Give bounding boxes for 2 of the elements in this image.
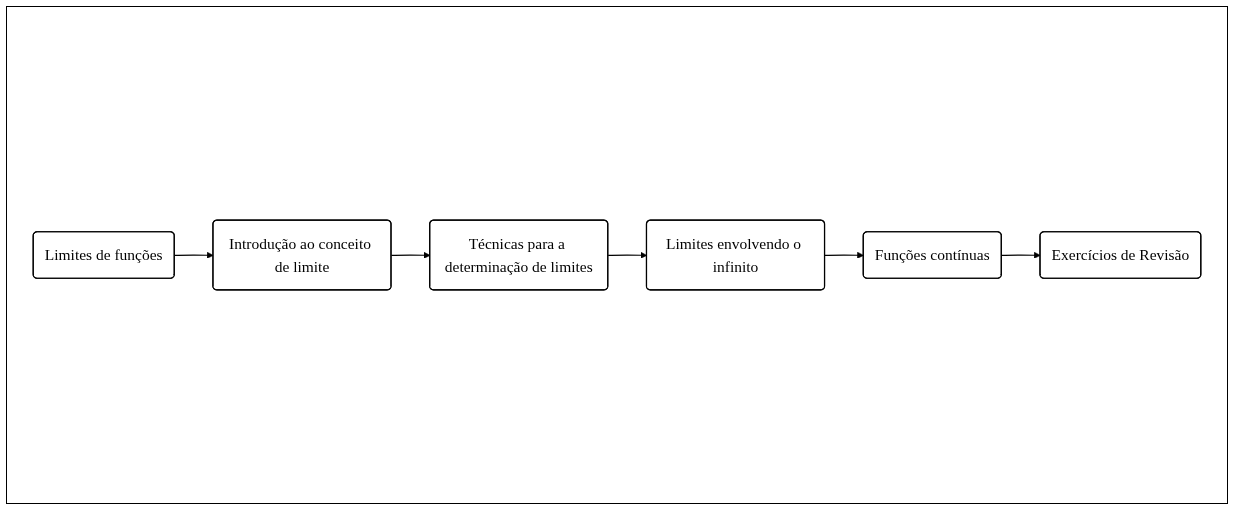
arrow — [1001, 251, 1041, 259]
arrow — [824, 251, 864, 259]
